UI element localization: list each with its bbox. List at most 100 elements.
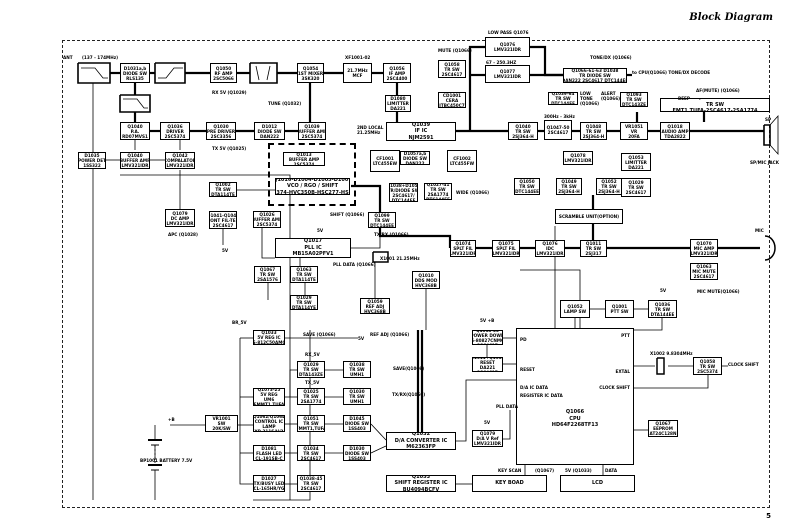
label-osc: 2ND LOCAL 21.25MHz — [357, 125, 384, 135]
label-plldata: PLL DATA (Q1066) — [333, 262, 376, 267]
block-line: UM6 — [263, 397, 275, 402]
block-line: TR SW — [561, 184, 577, 189]
block-line: 2SA1774 — [427, 191, 449, 197]
block-line: UMH1 — [350, 399, 364, 404]
block-line: IF AMP — [388, 70, 406, 76]
label-apc: APC (Q1028) — [168, 232, 198, 237]
block-line: DIODE SW — [257, 128, 282, 134]
block-line: 2SC4617 — [441, 71, 463, 77]
block-line: LIMITTER — [387, 101, 409, 106]
signal-path — [468, 45, 485, 131]
label-shift: SHIFT (Q1066) — [330, 212, 365, 217]
cpu-pin-ptt: PTT — [621, 333, 630, 338]
label-beep: BEEP — [678, 96, 690, 101]
block-line: 2SJ364-H — [582, 133, 605, 139]
block-line: TR SW — [699, 363, 716, 369]
block-line: Q1018 — [667, 123, 683, 129]
label-keyscan: KEY SCAN — [498, 468, 522, 473]
control-line — [253, 330, 311, 501]
block-line: Q1011 — [585, 241, 602, 246]
block-line: 1SS403 — [348, 426, 366, 431]
block-line: POWER DET — [78, 158, 106, 163]
block-line: TR/DIODE SW — [389, 187, 418, 193]
block-line: DTA114TE — [292, 277, 316, 282]
block-line: 2SJ364-H — [598, 189, 620, 194]
block-line: CONT FIL-TER — [210, 217, 236, 223]
label-fivev2: 5V — [317, 228, 324, 233]
label-freq: (137 - 174MHz) — [82, 55, 119, 60]
label-fivev4: 5V — [484, 420, 491, 425]
block-line: D1045 — [349, 416, 365, 421]
block-line: TR SW — [515, 128, 531, 134]
label-tocpu: to CPU(Q1066) TONE/DX DECODE — [632, 70, 711, 75]
control-line — [351, 222, 381, 249]
block-line: TR SW — [215, 187, 231, 192]
block-line: 2SC5374 — [293, 161, 315, 166]
block-line: TR SW — [444, 66, 460, 72]
block-line: DIODE SW — [344, 421, 370, 426]
block-line: 1ST MIXER — [297, 70, 324, 76]
block-line: SW — [217, 421, 226, 426]
band-pass-filter-symbol — [255, 65, 260, 81]
block-line: EEPROM — [653, 426, 673, 431]
block-line: Q1063 — [296, 267, 312, 272]
block-line: 2SC3356 — [210, 133, 232, 139]
block-line: Q1038+D1057 — [390, 183, 418, 188]
block-line: BUFFER AMP — [253, 217, 281, 222]
block-line: VR1051 — [624, 123, 644, 129]
block-line: TR SW — [628, 185, 644, 190]
block-line: TR SW — [519, 184, 535, 189]
block-line: PLL IC — [304, 244, 322, 251]
block-line: LMV321IDR — [493, 74, 522, 79]
block-line: NJM2591 — [408, 134, 434, 141]
label-save2: SAVE(Q1066) — [393, 366, 425, 371]
label-save: SAVE (Q1066) — [303, 332, 336, 337]
control-line — [634, 318, 663, 331]
block-line: HVC368B — [364, 308, 386, 314]
block-line: COMPALATOR — [165, 158, 195, 163]
block-line: RESET — [480, 359, 495, 365]
block-line: 2SC5374 — [301, 133, 323, 139]
block-line: LMV321IDR — [690, 250, 718, 256]
block-line: DTA114YE — [292, 305, 316, 310]
block-line: IF IC — [414, 128, 428, 135]
block-line: LMV321IDR — [492, 251, 520, 256]
band-pass-filter — [249, 62, 278, 84]
block-line: CL-191SB-C — [255, 455, 283, 461]
block-line: Q1040 — [127, 153, 143, 158]
block-line: PTT SW — [610, 309, 629, 314]
block-line: 2SJ317 — [585, 251, 602, 256]
block-line: 2SA1576 — [257, 277, 278, 282]
label-wide: WIDE (Q1066) — [456, 190, 490, 195]
speaker-icon — [763, 124, 771, 146]
block-line: Q1030 — [349, 389, 365, 394]
block-line: DTC144EE — [370, 222, 394, 228]
control-line — [634, 375, 709, 389]
vco-unit-outline — [268, 143, 356, 206]
wire — [266, 65, 271, 81]
block-line: 2SC4617 — [477, 369, 498, 372]
label-tx5v2: TX_5V — [305, 380, 320, 385]
